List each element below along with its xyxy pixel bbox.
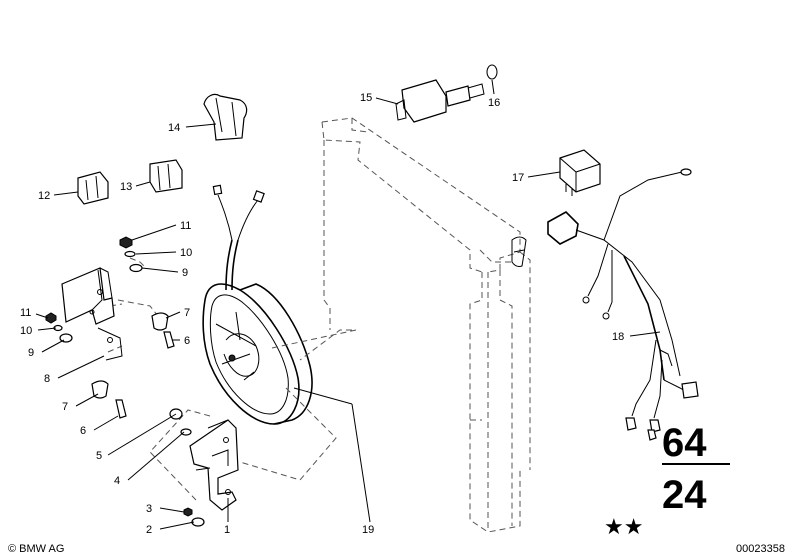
callout-6-right: 6	[184, 335, 190, 347]
callout-11-upper: 11	[180, 220, 191, 232]
copyright-text: © BMW AG	[8, 543, 64, 555]
callout-1: 1	[224, 524, 230, 536]
callout-19: 19	[362, 524, 374, 536]
callout-4: 4	[114, 475, 120, 487]
leader-lines	[35, 79, 661, 530]
callout-10-upper: 10	[180, 247, 192, 259]
callout-3: 3	[146, 503, 152, 515]
callout-7-right: 7	[184, 307, 190, 319]
group-main-number: 64	[662, 421, 707, 465]
callout-6-left: 6	[80, 425, 86, 437]
radiator-outline	[321, 117, 531, 533]
diagram-id: 00023358	[736, 543, 785, 555]
callout-18: 18	[612, 331, 624, 343]
callout-9-upper: 9	[182, 267, 188, 279]
callout-15: 15	[360, 92, 372, 104]
callout-12: 12	[38, 190, 50, 202]
fan-shroud	[202, 184, 313, 425]
callout-8: 8	[44, 373, 50, 385]
assembly-lines	[107, 257, 357, 501]
relay	[559, 149, 601, 196]
callout-7-left: 7	[62, 401, 68, 413]
clips	[77, 93, 248, 205]
callouts: 1 2 3 4 5 6 6 7 7 8 9 9 10 10 11 11 12 1…	[20, 92, 624, 536]
group-sub-number: 24	[662, 473, 707, 517]
fasteners	[45, 236, 205, 527]
temperature-switch	[395, 64, 498, 123]
bracket-left	[61, 267, 123, 361]
callout-17: 17	[512, 172, 524, 184]
bracket-right	[189, 419, 239, 511]
wiring-harness	[547, 168, 699, 441]
callout-11-left: 11	[20, 307, 31, 319]
callout-14: 14	[168, 122, 180, 134]
callout-5: 5	[96, 450, 102, 462]
callout-13: 13	[120, 181, 132, 193]
callout-10-left: 10	[20, 325, 32, 337]
callout-16: 16	[488, 97, 500, 109]
callout-2: 2	[146, 524, 152, 536]
callout-9-left: 9	[28, 347, 34, 359]
rating-stars: ★★	[604, 515, 643, 540]
group-number: 64 24	[662, 421, 730, 517]
